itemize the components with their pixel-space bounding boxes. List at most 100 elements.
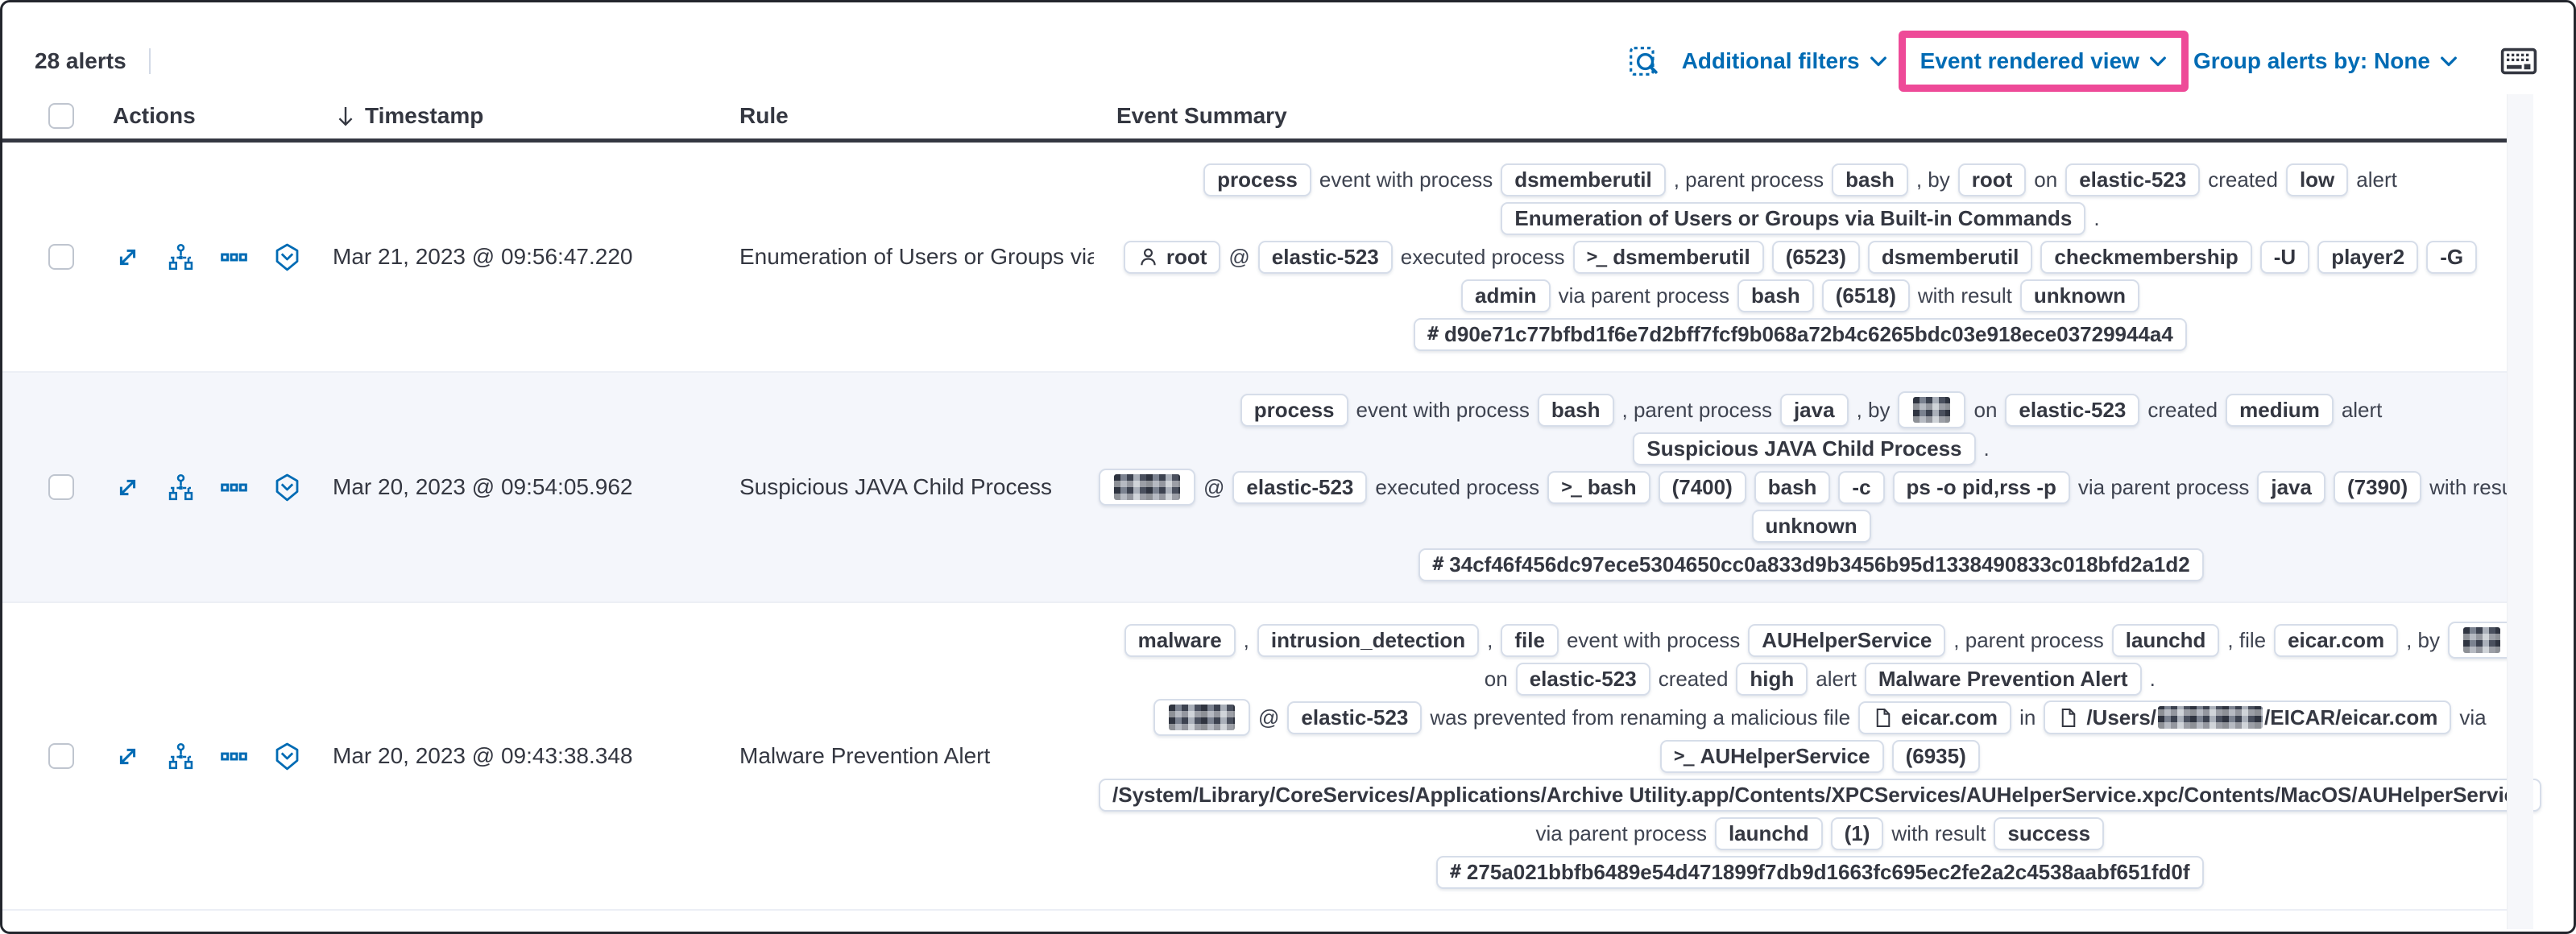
summary-badge[interactable] (1099, 469, 1195, 506)
summary-badge[interactable] (2448, 622, 2516, 659)
summary-badge[interactable]: (1) (1830, 816, 1884, 850)
badge-text: launchd (1728, 820, 1809, 845)
summary-badge[interactable]: player2 (2317, 240, 2419, 274)
summary-badge[interactable]: elastic-523 (1515, 662, 1650, 696)
summary-badge[interactable]: (6523) (1771, 240, 1860, 274)
summary-badge[interactable]: /System/Library/CoreServices/Application… (1099, 778, 2541, 812)
summary-badge[interactable]: process (1240, 393, 1348, 427)
summary-badge[interactable]: (7400) (1658, 470, 1746, 504)
summary-badge[interactable]: elastic-523 (1232, 470, 1368, 504)
summary-badge[interactable]: dsmemberutil (1867, 240, 2033, 274)
summary-badge[interactable]: >_dsmemberutil (1572, 240, 1764, 274)
summary-badge[interactable]: #275a021bbfb6489e54d471899f7db9d1663fc69… (1436, 855, 2204, 889)
summary-badge[interactable]: >_AUHelperService (1659, 739, 1884, 773)
summary-badge[interactable]: dsmemberutil (1501, 163, 1666, 196)
rule-cell[interactable]: Enumeration of Users or Groups via Bui (739, 244, 1094, 269)
summary-badge[interactable]: java (1779, 393, 1849, 427)
select-all-checkbox[interactable] (48, 102, 74, 129)
summary-badge[interactable]: bash (1737, 279, 1814, 312)
summary-badge[interactable]: #34cf46f456dc97ece5304650cc0a833d9b3456b… (1418, 548, 2204, 581)
row-checkbox[interactable] (48, 474, 74, 500)
session-view-icon[interactable] (272, 473, 302, 502)
session-view-icon[interactable] (272, 742, 302, 771)
row-checkbox[interactable] (48, 244, 74, 270)
summary-badge[interactable]: >_bash (1547, 470, 1650, 504)
expand-alert-icon[interactable] (113, 742, 143, 771)
summary-badge[interactable]: bash (1537, 393, 1614, 427)
summary-badge[interactable]: /Users//EICAR/eicar.com (2044, 700, 2452, 734)
summary-badge[interactable]: AUHelperService (1748, 623, 1946, 657)
summary-badge[interactable] (1153, 699, 1250, 736)
summary-badge[interactable]: eicar.com (1858, 700, 2012, 734)
summary-badge[interactable]: intrusion_detection (1257, 623, 1480, 657)
summary-badge[interactable]: low (2285, 163, 2349, 196)
badge-text: elastic-523 (2079, 167, 2187, 192)
summary-badge[interactable]: (6518) (1821, 279, 1910, 312)
summary-badge[interactable]: unknown (2019, 279, 2139, 312)
analyze-event-icon[interactable] (166, 742, 196, 771)
badge-text: admin (1474, 283, 1537, 308)
summary-badge[interactable]: eicar.com (2274, 623, 2399, 657)
keyboard-icon[interactable] (2499, 42, 2538, 81)
badge-text: launchd (2125, 627, 2206, 652)
summary-badge[interactable]: malware (1124, 623, 1236, 657)
summary-badge[interactable]: checkmembership (2040, 240, 2252, 274)
header-timestamp[interactable]: Timestamp (333, 103, 723, 129)
summary-badge[interactable]: Enumeration of Users or Groups via Built… (1501, 201, 2086, 235)
summary-badge[interactable]: launchd (2111, 623, 2220, 657)
summary-badge[interactable]: -G (2426, 240, 2478, 274)
summary-text: with result (1891, 820, 1986, 845)
summary-badge[interactable]: bash (1754, 470, 1831, 504)
more-actions-icon[interactable] (219, 473, 249, 502)
summary-badge[interactable]: elastic-523 (1257, 240, 1393, 274)
summary-badge[interactable]: process (1203, 163, 1311, 196)
session-view-icon[interactable] (272, 242, 302, 272)
badge-text: bash (1845, 167, 1895, 192)
summary-badge[interactable]: file (1501, 623, 1559, 657)
group-alerts-button[interactable]: Group alerts by: None (2193, 48, 2458, 74)
expand-alert-icon[interactable] (113, 473, 143, 502)
vertical-scrollbar[interactable] (2507, 94, 2533, 929)
summary-badge[interactable]: success (1994, 816, 2105, 850)
summary-badge[interactable]: (7390) (2333, 470, 2422, 504)
summary-badge[interactable]: -c (1838, 470, 1885, 504)
summary-badge[interactable]: admin (1460, 279, 1551, 312)
badge-text: /Users/ (2086, 705, 2157, 729)
summary-badge[interactable]: elastic-523 (2065, 163, 2201, 196)
summary-badge[interactable]: root (1123, 240, 1221, 274)
rule-cell[interactable]: Suspicious JAVA Child Process (739, 474, 1053, 499)
summary-badge[interactable]: root (1957, 163, 2027, 196)
row-checkbox-cell (27, 143, 95, 371)
additional-filters-button[interactable]: Additional filters (1682, 48, 1887, 74)
inspect-icon[interactable] (1627, 44, 1661, 78)
badge-text: unknown (1765, 513, 1857, 538)
summary-badge[interactable] (1898, 391, 1966, 428)
redacted-text (2158, 706, 2263, 729)
expand-alert-icon[interactable] (113, 242, 143, 272)
summary-line: >_AUHelperService(6935) (1659, 737, 1980, 775)
summary-badge[interactable]: (6935) (1891, 739, 1980, 773)
summary-badge[interactable]: unknown (1751, 509, 1871, 543)
rule-cell[interactable]: Malware Prevention Alert (739, 743, 991, 768)
summary-badge[interactable]: medium (2226, 393, 2334, 427)
analyze-event-icon[interactable] (166, 473, 196, 502)
summary-badge[interactable]: #d90e71c77bfbd1f6e7d2bff7fcf9b068a72b4c6… (1414, 317, 2187, 351)
summary-badge[interactable]: bash (1832, 163, 1908, 196)
more-actions-icon[interactable] (219, 742, 249, 771)
table-header-row: Actions Timestamp Rule Event Summary (2, 93, 2507, 143)
group-alerts-label: Group alerts by: None (2193, 48, 2430, 73)
summary-badge[interactable]: elastic-523 (1287, 700, 1423, 734)
analyze-event-icon[interactable] (166, 242, 196, 272)
summary-badge[interactable]: -U (2259, 240, 2310, 274)
summary-badge[interactable]: high (1736, 662, 1808, 696)
summary-badge[interactable]: launchd (1714, 816, 1823, 850)
summary-badge[interactable]: ps -o pid,rss -p (1892, 470, 2070, 504)
event-rendered-view-button[interactable]: Event rendered view (1920, 48, 2167, 74)
summary-badge[interactable]: java (2257, 470, 2325, 504)
summary-badge[interactable]: Malware Prevention Alert (1864, 662, 2142, 696)
row-checkbox[interactable] (48, 743, 74, 769)
summary-badge[interactable]: Suspicious JAVA Child Process (1633, 432, 1976, 465)
more-actions-icon[interactable] (219, 242, 249, 272)
summary-badge[interactable]: elastic-523 (2005, 393, 2140, 427)
